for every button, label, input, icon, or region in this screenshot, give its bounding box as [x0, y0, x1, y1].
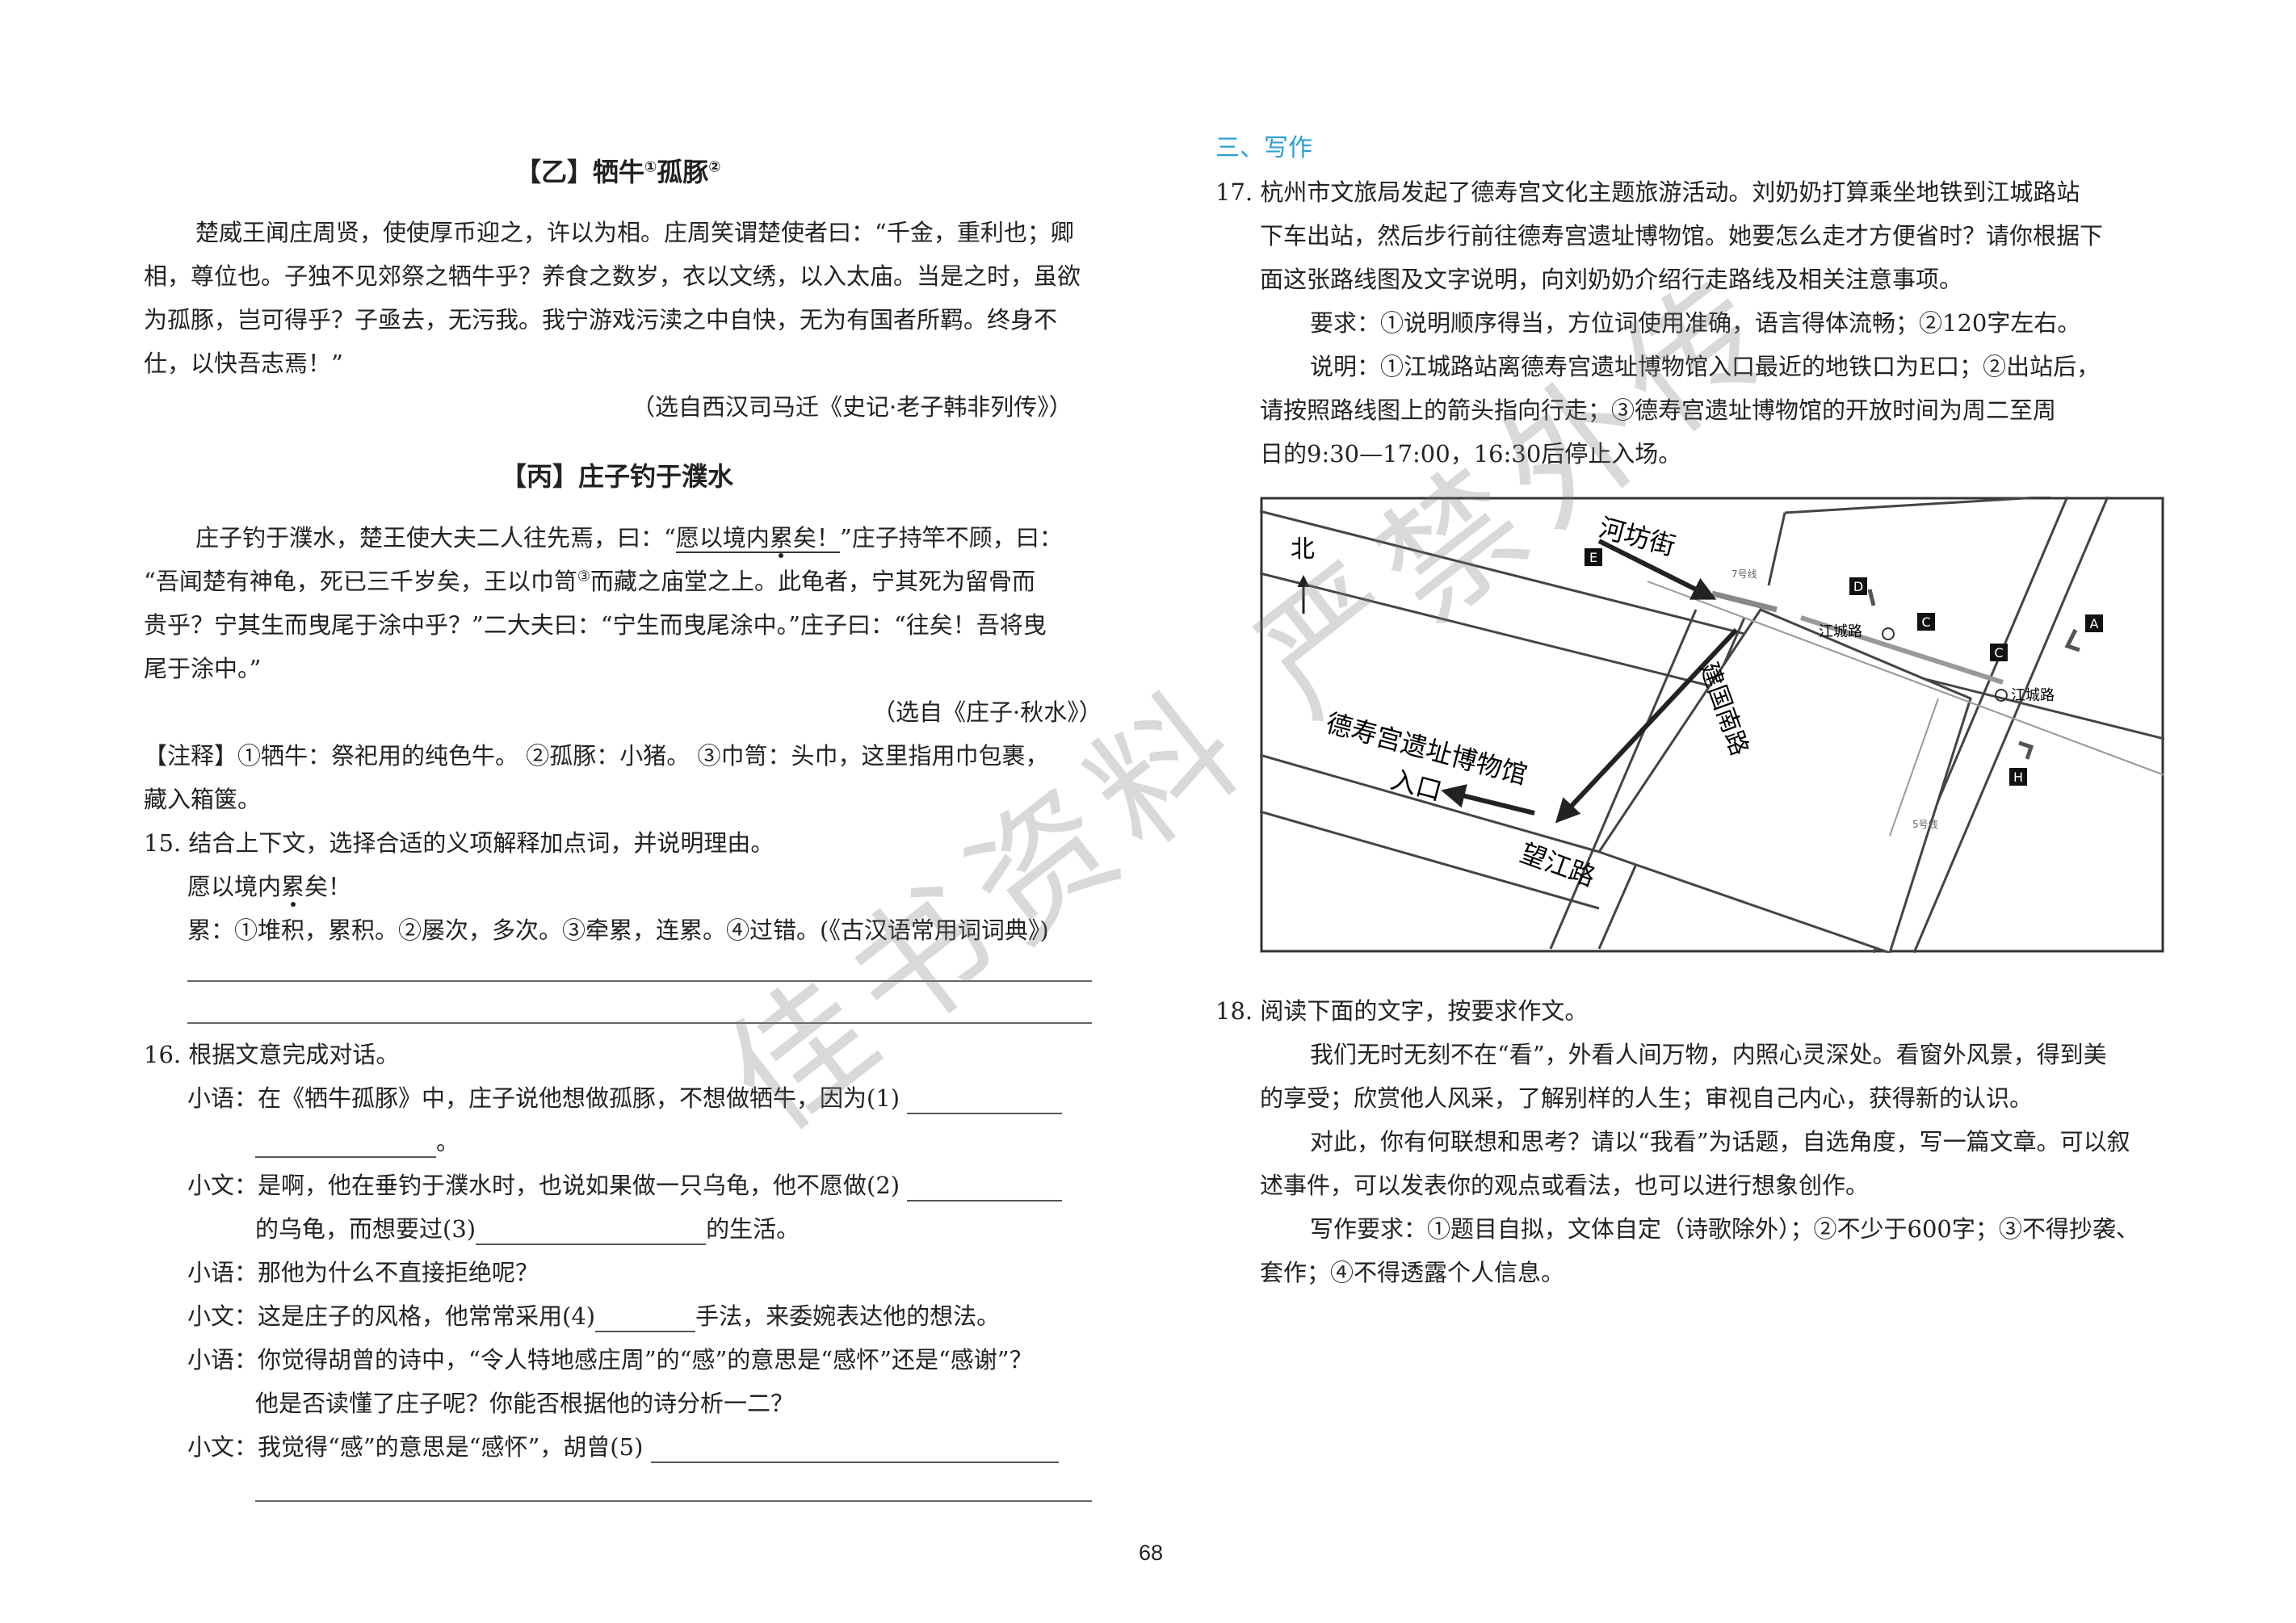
- q18-line-7: 套作；④不得透露个人信息。: [1260, 1259, 1565, 1286]
- q16-dialog-4-pre: 小文：这是庄子的风格，他常常采用(4): [187, 1302, 596, 1330]
- platform-a: [1711, 590, 1778, 613]
- q15-sentence-post: 矣！: [304, 873, 352, 900]
- q16-blank-3[interactable]: [476, 1216, 707, 1245]
- q16-blank-2[interactable]: [907, 1172, 1063, 1202]
- q16-blank-1a[interactable]: [907, 1085, 1063, 1114]
- q16-dialog-1a: 小语：在《牺牛孤豚》中，庄子说他想做孤豚，不想做牺牛，因为(1): [187, 1082, 1063, 1114]
- q18-line-6: 写作要求：①题目自拟，文体自定（诗歌除外）；②不少于600字；③不得抄袭、: [1310, 1215, 2139, 1243]
- q17-note-2: 请按照路线图上的箭头指向行走；③德寿宫遗址博物馆的开放时间为周二至周: [1260, 396, 2057, 424]
- q15-dotted-word: 累: [281, 873, 305, 900]
- bing-line-2-post: 而藏之庙堂之上。此龟者，宁其死为留骨而: [590, 568, 1035, 595]
- q16-dialog-5b: 他是否读懂了庄子呢？你能否根据他的诗分析一二？: [255, 1390, 795, 1417]
- q17-line-3: 面这张路线图及文字说明，向刘奶奶介绍行走路线及相关注意事项。: [1260, 266, 1963, 293]
- q16-dialog-2a: 小文：是啊，他在垂钓于濮水时，也说如果做一只乌龟，他不愿做(2): [187, 1169, 1063, 1202]
- bing-line-1-underline-a: 愿以境内: [675, 524, 770, 553]
- q17-requirement: 要求：①说明顺序得当，方位词使用准确，语言得体流畅；②120字左右。: [1310, 309, 2081, 337]
- q15-answer-line-2[interactable]: [187, 1022, 1092, 1024]
- q16-dialog-3: 小语：那他为什么不直接拒绝呢？: [187, 1259, 539, 1286]
- page-number: 68: [1139, 1541, 1164, 1565]
- section-yi-title-b: 孤豚: [657, 157, 709, 187]
- q16-dialog-2b: 的乌龟，而想要过(3) 的生活。: [255, 1213, 800, 1245]
- station-icon-2: [1995, 689, 2008, 702]
- q15-sentence-pre: 愿以境内: [187, 873, 282, 900]
- notes-line-2: 藏入箱箧。: [144, 786, 262, 813]
- station-icon-1: [1882, 627, 1895, 640]
- yi-source: （选自西汉司马迁《史记·老子韩非列传》）: [632, 393, 1072, 421]
- notes-line-1: 【注释】①牺牛：祭祀用的纯色牛。 ②孤豚：小猪。 ③巾笥：头巾，这里指用巾包裹，: [144, 742, 1049, 770]
- station-label-1: 江城路: [1819, 623, 1862, 640]
- north-label: 北: [1291, 535, 1315, 564]
- q18-line-5: 述事件，可以发表你的观点或看法，也可以进行想象创作。: [1260, 1172, 1870, 1199]
- yi-line-3: 为孤豚，岂可得乎？子亟去，无污我。我宁游戏污渎之中自快，无为有国者所羁。终身不: [144, 306, 1058, 333]
- yi-line-2: 相，尊位也。子独不见郊祭之牺牛乎？养食之数岁，衣以文绣，以入太庙。当是之时，虽欲: [144, 262, 1081, 290]
- metro-5-label: 5号线: [1912, 819, 1938, 830]
- q17-note-1: 说明：①江城路站离德寿宫遗址博物馆入口最近的地铁口为E口；②出站后，: [1310, 353, 2101, 380]
- bing-line-1-pre: 庄子钓于濮水，楚王使大夫二人往先焉，曰：“: [195, 524, 676, 551]
- station-label-2: 江城路: [2011, 687, 2055, 704]
- q16-dialog-2b-post: 的生活。: [706, 1215, 800, 1243]
- q16-dialog-4: 小文：这是庄子的风格，他常常采用(4) 手法，来委婉表达他的想法。: [187, 1300, 1000, 1332]
- q16-stem: 16. 根据文意完成对话。: [144, 1041, 400, 1068]
- bing-source: （选自《庄子·秋水》）: [872, 698, 1102, 726]
- bing-line-3: 贵乎？宁其生而曳尾于涂中乎？”二大夫曰：“宁生而曳尾涂中。”庄子曰：“往矣！吾将…: [144, 611, 1047, 639]
- route-arrow-3: [1441, 784, 1535, 816]
- exit-h: H: [2013, 770, 2023, 785]
- exit-d: D: [1853, 579, 1863, 594]
- exit-c2: C: [1994, 645, 2003, 661]
- q16-blank-1b[interactable]: [255, 1129, 436, 1158]
- bing-line-1-underline-b: 矣！: [792, 524, 840, 553]
- exit-c1: C: [1921, 614, 1930, 630]
- sup-3: ③: [577, 568, 590, 585]
- q16-dialog-1b-end: 。: [436, 1128, 460, 1155]
- section-bing-title: 【丙】庄子钓于濮水: [501, 461, 734, 492]
- bing-dotted-word: 累: [769, 524, 793, 553]
- metro-7-label: 7号线: [1731, 568, 1757, 580]
- exit-brackets: [1867, 589, 2080, 760]
- bing-line-1-post: ”庄子持竿不顾，曰：: [839, 524, 1063, 551]
- q15-answer-line-1[interactable]: [187, 980, 1092, 982]
- q16-dialog-2b-pre: 的乌龟，而想要过(3): [255, 1215, 476, 1243]
- q16-blank-5b[interactable]: [255, 1500, 1092, 1502]
- section-yi-title: 【乙】牺牛①孤豚②: [515, 152, 721, 189]
- q16-dialog-1b: 。: [255, 1126, 460, 1158]
- q16-dialog-4-post: 手法，来委婉表达他的想法。: [695, 1302, 1001, 1330]
- q16-blank-4[interactable]: [595, 1303, 696, 1332]
- sup-2: ②: [708, 158, 721, 176]
- q15-sentence: 愿以境内累矣！: [187, 870, 351, 903]
- metro-line-7: [1647, 581, 2164, 776]
- yi-line-4: 仕，以快吾志焉！”: [144, 350, 343, 377]
- road-lines: [1260, 497, 2164, 953]
- exit-e: E: [1589, 550, 1597, 565]
- section-yi-title-a: 【乙】牺牛: [515, 157, 645, 187]
- route-arrow-1: [1597, 539, 1717, 600]
- route-arrow-2: [1555, 627, 1739, 824]
- bing-line-4: 尾于涂中。”: [144, 655, 262, 682]
- q18-line-4: 对此，你有何联想和思考？请以“我看”为话题，自选角度，写一篇文章。可以叙: [1310, 1128, 2130, 1155]
- yi-line-1: 楚威王闻庄周贤，使使厚币迎之，许以为相。庄周笑谓楚使者曰：“千金，重利也；卿: [195, 219, 1074, 246]
- q18-line-2: 我们无时无刻不在“看”，外看人间万物，内照心灵深处。看窗外风景，得到美: [1310, 1041, 2107, 1068]
- platform-b: [1800, 615, 2004, 685]
- bing-line-2: “吾闻楚有神龟，死已三千岁矣，王以巾笥③而藏之庙堂之上。此龟者，宁其死为留骨而: [144, 565, 1035, 598]
- q16-dialog-1a-text: 小语：在《牺牛孤豚》中，庄子说他想做孤豚，不想做牺牛，因为(1): [187, 1084, 900, 1112]
- q15-stem: 15. 结合上下文，选择合适的义项解释加点词，并说明理由。: [144, 829, 774, 857]
- q15-options: 累：①堆积，累积。②屡次，多次。③牵累，连累。④过错。(《古汉语常用词词典》): [187, 916, 1049, 944]
- sup-1: ①: [644, 158, 657, 176]
- q17-line-2: 下车出站，然后步行前往德寿宫遗址博物馆。她要怎么走才方便省时？请你根据下: [1260, 222, 2104, 250]
- bing-line-1: 庄子钓于濮水，楚王使大夫二人往先焉，曰：“愿以境内累矣！”庄子持竿不顾，曰：: [195, 522, 1063, 554]
- museum-block: [1597, 608, 1972, 953]
- q17-note-3: 日的9:30—17:00，16:30后停止入场。: [1260, 440, 1682, 468]
- bing-line-2-pre: “吾闻楚有神龟，死已三千岁矣，王以巾笥: [144, 568, 577, 595]
- q16-dialog-5a: 小语：你觉得胡曾的诗中，“令人特地感庄周”的“感”的意思是“感怀”还是“感谢”？: [187, 1346, 1033, 1373]
- q16-blank-5a[interactable]: [650, 1434, 1059, 1463]
- q18-line-1: 18. 阅读下面的文字，按要求作文。: [1215, 997, 1589, 1025]
- route-map: 北 河坊街 建国南路 望江路 德寿宫遗址博物馆 入口 江城路 江城路 7号线 5…: [1260, 497, 2164, 953]
- metro-line-5: [1889, 698, 1939, 837]
- section-writing-title: 三、写作: [1215, 134, 1312, 162]
- q16-dialog-6: 小文：我觉得“感”的意思是“感怀”，胡曾(5): [187, 1431, 1059, 1463]
- q16-dialog-6-text: 小文：我觉得“感”的意思是“感怀”，胡曾(5): [187, 1433, 644, 1461]
- q16-dialog-2a-text: 小文：是啊，他在垂钓于濮水时，也说如果做一只乌龟，他不愿做(2): [187, 1172, 900, 1199]
- q18-line-3: 的享受；欣赏他人风采，了解别样的人生；审视自己内心，获得新的认识。: [1260, 1084, 2034, 1112]
- q17-line-1: 17. 杭州市文旅局发起了德寿宫文化主题旅游活动。刘奶奶打算乘坐地铁到江城路站: [1215, 178, 2080, 206]
- exit-a: A: [2090, 616, 2099, 631]
